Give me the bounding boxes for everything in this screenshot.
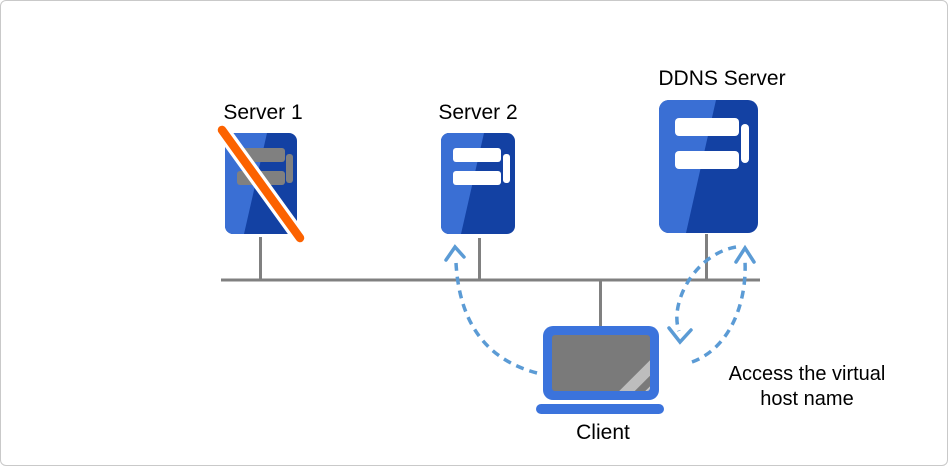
laptop-screen xyxy=(552,335,650,391)
ddns-slot-bar xyxy=(675,151,739,169)
offline-slash xyxy=(217,125,305,243)
laptop-screen-glare xyxy=(615,355,650,391)
laptop-icon xyxy=(536,326,664,414)
server2-slot-tab xyxy=(503,154,510,183)
offline-slash-icon xyxy=(214,122,308,246)
server2-slots-glyph xyxy=(453,148,510,185)
arrowhead-down-icon xyxy=(667,326,693,345)
laptop-base xyxy=(536,404,664,414)
network-lines xyxy=(221,234,760,327)
ddns-server-icon xyxy=(659,100,758,233)
arrowhead-up-icon xyxy=(734,244,756,264)
server2-slot-bar xyxy=(453,148,501,162)
ddns-slot-tab xyxy=(741,124,749,163)
server2-icon xyxy=(441,133,515,234)
server1-label: Server 1 xyxy=(223,101,303,124)
dashed-arrows xyxy=(444,244,756,375)
arrow-shaft xyxy=(675,245,737,332)
server2-slot-bar xyxy=(453,171,501,185)
arrow-shaft xyxy=(454,262,538,375)
server2-label: Server 2 xyxy=(438,101,518,124)
arrow-shaft xyxy=(691,260,747,364)
ddns-server-label: DDNS Server xyxy=(658,67,786,90)
client-to-ddns-dashed-arrow xyxy=(691,244,756,364)
arrowhead-up-icon xyxy=(444,244,466,262)
ddns-slots-glyph xyxy=(675,118,749,169)
client-to-server2-dashed-arrow xyxy=(444,244,538,375)
ddns-slot-bar xyxy=(675,118,739,136)
ddns-to-client-dashed-arrow xyxy=(667,245,737,345)
server1-slot-tab xyxy=(286,154,293,183)
access-virtual-host-note: Access the virtual host name xyxy=(728,363,886,410)
client-label: Client xyxy=(576,421,630,444)
server1-icon xyxy=(214,122,308,246)
screen-glare-stripe xyxy=(615,355,650,391)
